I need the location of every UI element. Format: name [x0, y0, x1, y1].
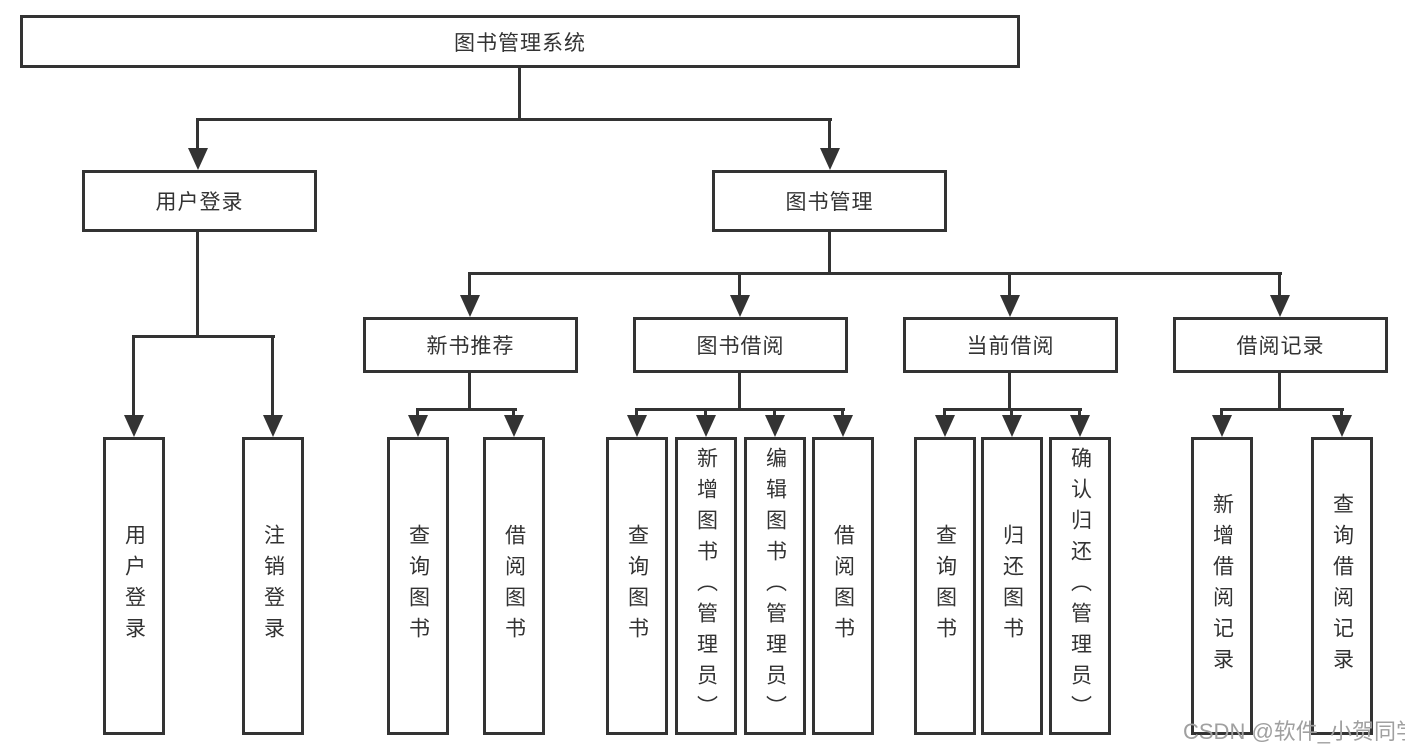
- csdn-watermark: CSDN @软件_小贺同学: [1183, 719, 1405, 744]
- connector-book-mgmt-rail: [468, 272, 1282, 275]
- leaf-return-book: 归还图书: [981, 437, 1043, 735]
- node-root-label: 图书管理系统: [454, 31, 586, 55]
- connector-drop: [773, 408, 776, 418]
- connector-drop: [841, 408, 844, 418]
- leaf-add-borrow-record: 新增借阅记录: [1191, 437, 1253, 735]
- leaf-user-login: 用户登录: [103, 437, 165, 735]
- leaf-edit-book-admin: 编辑图书（管理员）: [744, 437, 806, 735]
- connector-drop-user-login: [196, 118, 199, 152]
- leaf-add-borrow-record-label: 新增借阅记录: [1210, 493, 1234, 679]
- connector-drop: [1278, 272, 1281, 298]
- leaf-return-book-label: 归还图书: [1000, 524, 1024, 648]
- arrowhead-down-icon: [504, 415, 524, 437]
- leaf-add-book-admin: 新增图书（管理员）: [675, 437, 737, 735]
- arrowhead-down-icon: [1070, 415, 1090, 437]
- arrowhead-down-icon: [833, 415, 853, 437]
- connector-user-login-rail: [132, 335, 275, 338]
- node-book-borrow-label: 图书借阅: [696, 335, 785, 358]
- node-borrow-record: 借阅记录: [1173, 317, 1388, 373]
- node-new-book-recommend-label: 新书推荐: [426, 335, 515, 358]
- leaf-query-book-3: 查询图书: [914, 437, 976, 735]
- connector-root-rail: [196, 118, 832, 121]
- leaf-query-book-label: 查询图书: [933, 524, 957, 648]
- leaf-query-book-label: 查询图书: [625, 524, 649, 648]
- arrowhead-down-icon: [460, 295, 480, 317]
- arrowhead-down-icon: [1000, 295, 1020, 317]
- connector-rail: [1220, 408, 1344, 411]
- leaf-logout: 注销登录: [242, 437, 304, 735]
- arrowhead-down-icon: [1270, 295, 1290, 317]
- connector-stem: [738, 373, 741, 408]
- leaf-borrow-book-1: 借阅图书: [483, 437, 545, 735]
- connector-drop: [512, 408, 515, 418]
- connector-rail: [416, 408, 517, 411]
- arrowhead-down-icon: [935, 415, 955, 437]
- connector-drop-book-mgmt: [828, 118, 831, 152]
- arrowhead-down-icon: [765, 415, 785, 437]
- leaf-user-login-label: 用户登录: [122, 524, 146, 648]
- connector-drop: [271, 335, 274, 417]
- connector-drop: [1340, 408, 1343, 418]
- connector-drop: [738, 272, 741, 298]
- node-current-borrow-label: 当前借阅: [966, 335, 1055, 358]
- node-book-management: 图书管理: [712, 170, 947, 232]
- leaf-borrow-book-2: 借阅图书: [812, 437, 874, 735]
- leaf-add-book-admin-label: 新增图书（管理员）: [694, 446, 718, 726]
- connector-stem: [1008, 373, 1011, 408]
- connector-drop: [1220, 408, 1223, 418]
- node-book-borrow: 图书借阅: [633, 317, 848, 373]
- leaf-query-book-1: 查询图书: [387, 437, 449, 735]
- connector-user-login-stem: [196, 232, 199, 335]
- leaf-confirm-return-admin-label: 确认归还（管理员）: [1068, 446, 1092, 726]
- arrowhead-down-icon: [408, 415, 428, 437]
- leaf-logout-label: 注销登录: [261, 524, 285, 648]
- node-root: 图书管理系统: [20, 15, 1020, 68]
- arrowhead-down-icon: [627, 415, 647, 437]
- leaf-confirm-return-admin: 确认归还（管理员）: [1049, 437, 1111, 735]
- node-book-management-label: 图书管理: [785, 191, 874, 214]
- connector-stem: [1278, 373, 1281, 408]
- node-new-book-recommend: 新书推荐: [363, 317, 578, 373]
- connector-drop: [468, 272, 471, 298]
- leaf-query-borrow-record: 查询借阅记录: [1311, 437, 1373, 735]
- arrowhead-down-icon: [730, 295, 750, 317]
- connector-root-stem: [518, 67, 521, 119]
- connector-book-mgmt-stem: [828, 232, 831, 272]
- leaf-query-book-2: 查询图书: [606, 437, 668, 735]
- arrowhead-down-icon: [1212, 415, 1232, 437]
- connector-drop: [635, 408, 638, 418]
- leaf-edit-book-admin-label: 编辑图书（管理员）: [763, 446, 787, 726]
- connector-stem: [468, 373, 471, 408]
- arrowhead-down-icon: [124, 415, 144, 437]
- arrowhead-down-icon: [820, 148, 840, 170]
- arrowhead-down-icon: [1002, 415, 1022, 437]
- leaf-borrow-book-label: 借阅图书: [831, 524, 855, 648]
- leaf-query-book-label: 查询图书: [406, 524, 430, 648]
- arrowhead-down-icon: [1332, 415, 1352, 437]
- arrowhead-down-icon: [263, 415, 283, 437]
- connector-rail: [635, 408, 845, 411]
- node-user-login: 用户登录: [82, 170, 317, 232]
- leaf-borrow-book-label: 借阅图书: [502, 524, 526, 648]
- connector-drop: [416, 408, 419, 418]
- arrowhead-down-icon: [696, 415, 716, 437]
- connector-drop: [943, 408, 946, 418]
- connector-drop: [1078, 408, 1081, 418]
- node-borrow-record-label: 借阅记录: [1236, 335, 1325, 358]
- connector-drop: [132, 335, 135, 417]
- connector-drop: [1008, 272, 1011, 298]
- node-user-login-label: 用户登录: [155, 191, 244, 214]
- arrowhead-down-icon: [188, 148, 208, 170]
- leaf-query-borrow-record-label: 查询借阅记录: [1330, 493, 1354, 679]
- connector-drop: [1010, 408, 1013, 418]
- node-current-borrow: 当前借阅: [903, 317, 1118, 373]
- connector-drop: [704, 408, 707, 418]
